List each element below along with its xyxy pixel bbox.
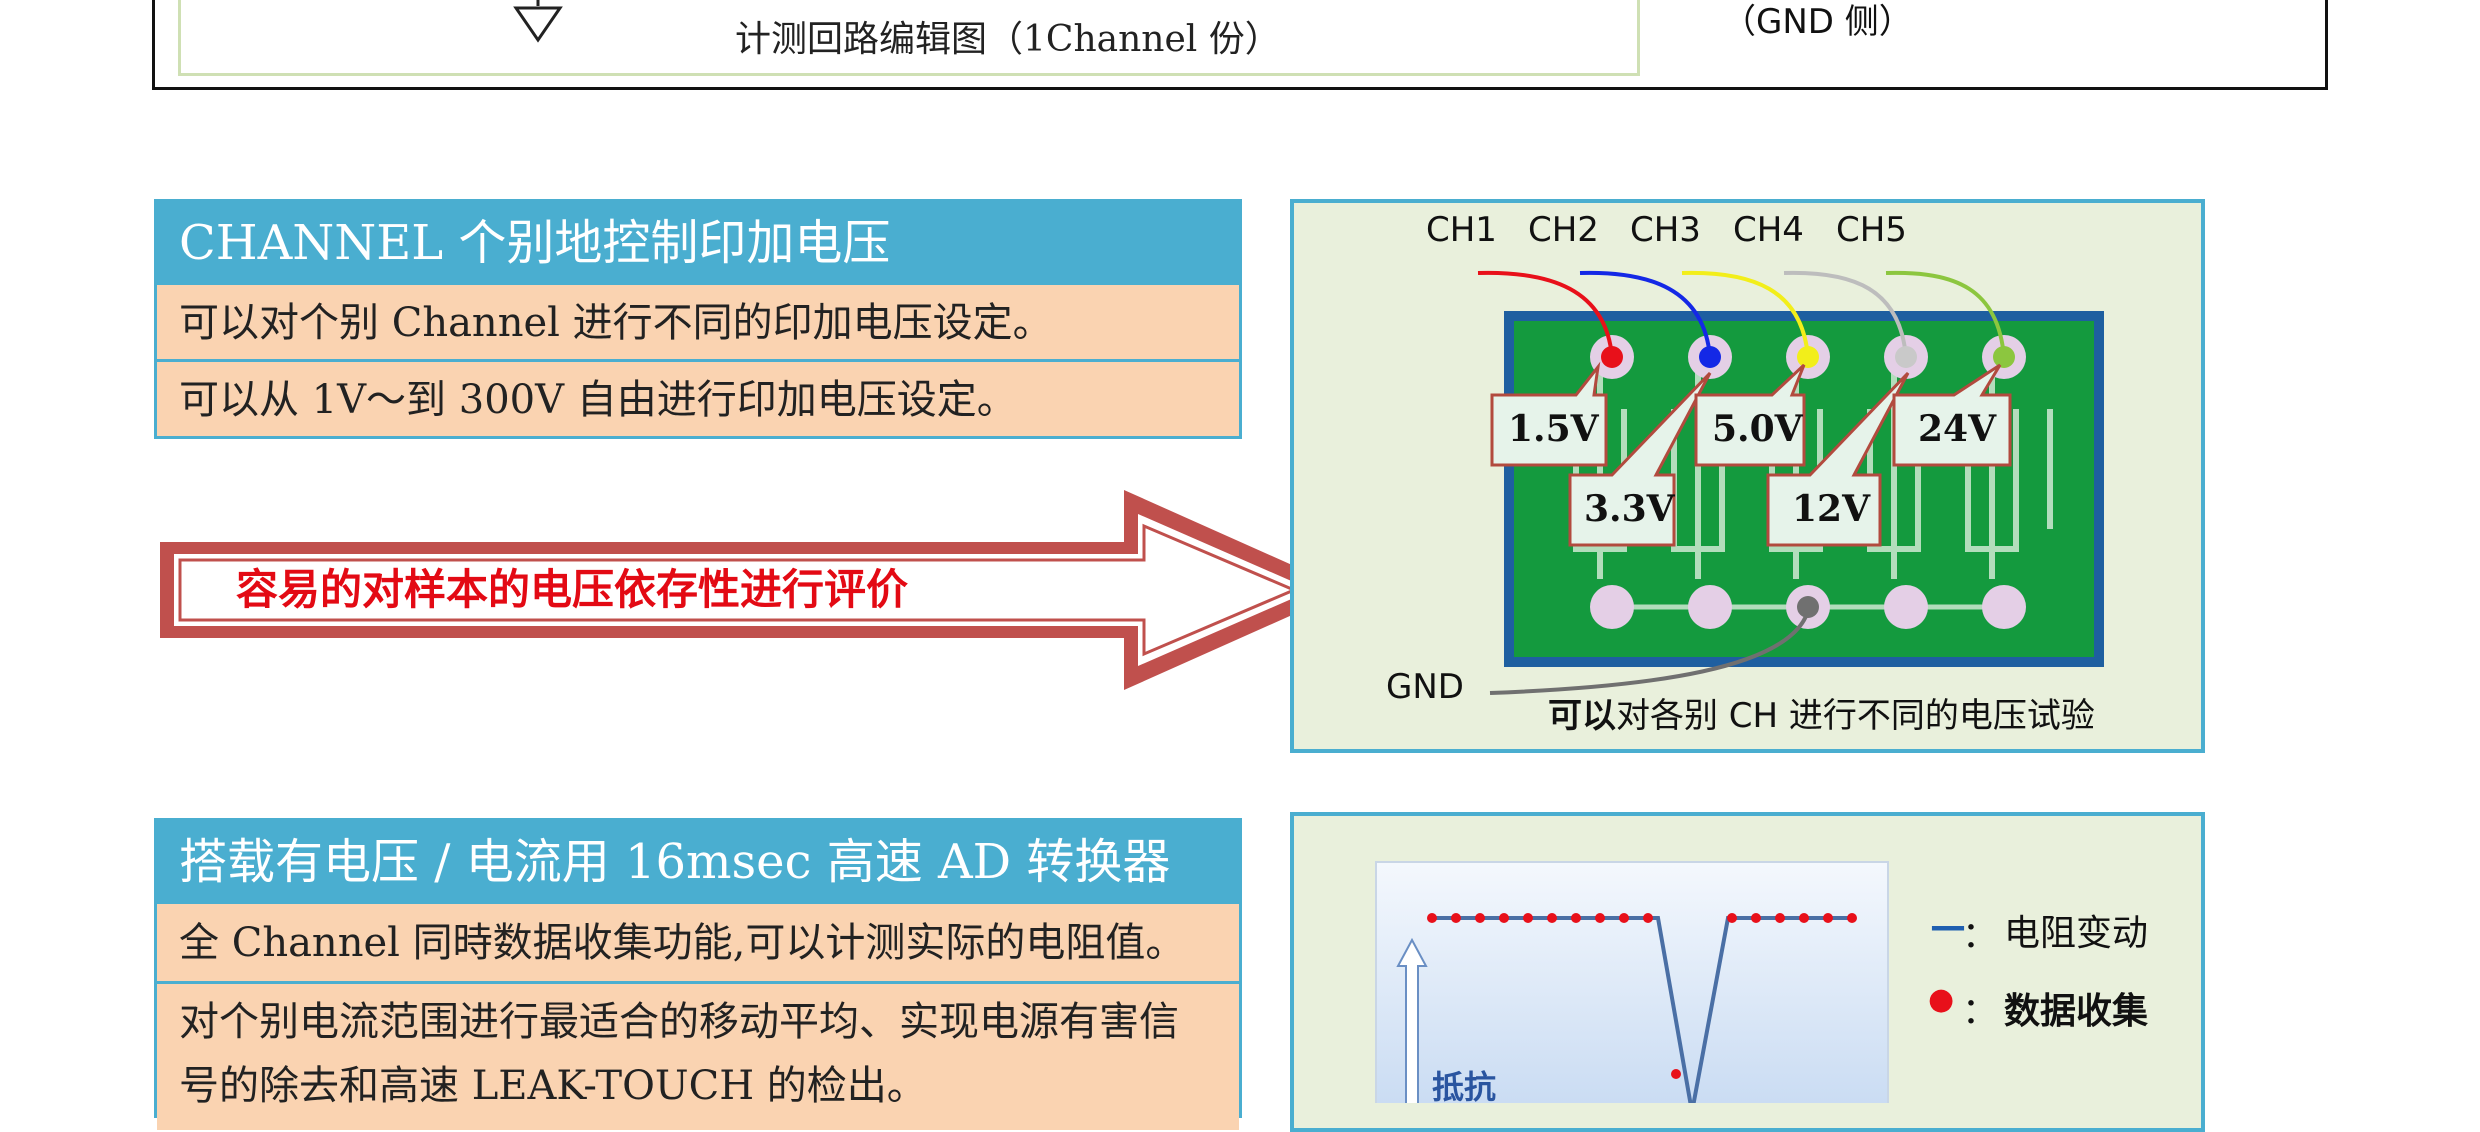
voltage-control-row-2: 可以从 1V～到 300V 自由进行印加电压设定。 [157, 359, 1239, 436]
voltage-label: 12V [1792, 488, 1871, 530]
voltage-control-row-1: 可以对个别 Channel 进行不同的印加电压设定。 [157, 282, 1239, 359]
resistance-legend-line-icon: — [1930, 906, 1966, 947]
ad-converter-title: 搭载有电压 / 电流用 16msec 高速 AD 转换器 [157, 821, 1239, 901]
arrow-text: 容易的对样本的电压依存性进行评价 [236, 565, 909, 614]
channel-label: CH3 [1630, 210, 1701, 250]
resistance-graph [1375, 861, 1889, 1103]
voltage-control-title: CHANNEL 个别地控制印加电压 [157, 202, 1239, 282]
ad-converter-box: 搭载有电压 / 电流用 16msec 高速 AD 转换器 全 Channel 同… [154, 818, 1242, 1130]
voltage-label: 1.5V [1508, 408, 1599, 450]
voltage-label: 24V [1918, 408, 1997, 450]
ground-symbol-icon [513, 0, 563, 43]
legend-resistance-text: 电阻变动 [2004, 913, 2149, 954]
top-diagram-frame [152, 0, 2328, 90]
voltage-control-box: CHANNEL 个别地控制印加电压 可以对个别 Channel 进行不同的印加电… [154, 199, 1242, 439]
data-point-legend-dot-icon: ● [1928, 982, 1955, 1017]
big-right-arrow [160, 490, 1348, 690]
channel-label: CH2 [1528, 210, 1599, 250]
legend-separator: ： [1962, 915, 1999, 956]
caption-bold: 可以 [1548, 696, 1616, 736]
circuit-diagram-box [178, 0, 1640, 76]
channel-label: CH4 [1733, 210, 1804, 250]
channel-label: CH1 [1426, 210, 1497, 250]
voltage-label: 5.0V [1712, 408, 1803, 450]
legend-separator: ： [1962, 991, 1999, 1032]
legend-data-collection-text: 数据收集 [2004, 991, 2149, 1032]
gnd-label: GND [1386, 667, 1464, 707]
caption-rest: 对各别 CH 进行不同的电压试验 [1616, 696, 2095, 736]
graph-area [1375, 861, 1889, 1103]
channel-label: CH5 [1836, 210, 1907, 250]
ad-converter-row-2: 对个别电流范围进行最适合的移动平均、实现电源有害信号的除去和高速 LEAK-TO… [157, 981, 1239, 1130]
voltage-label: 3.3V [1584, 488, 1675, 530]
axis-arrow-icon [1396, 937, 1428, 1103]
circuit-diagram-caption: 计测回路编辑图（1Channel 份） [735, 19, 1281, 60]
gnd-side-note: （GND 侧） [1722, 2, 1913, 42]
channel-voltage-caption: 可以对各别 CH 进行不同的电压试验 [1548, 688, 2095, 737]
axis-label: 抵抗 [1432, 1068, 1497, 1106]
circuit-board-illustration [1477, 270, 2104, 695]
ad-converter-row-1: 全 Channel 同時数据收集功能,可以计测实际的电阻值。 [157, 901, 1239, 981]
